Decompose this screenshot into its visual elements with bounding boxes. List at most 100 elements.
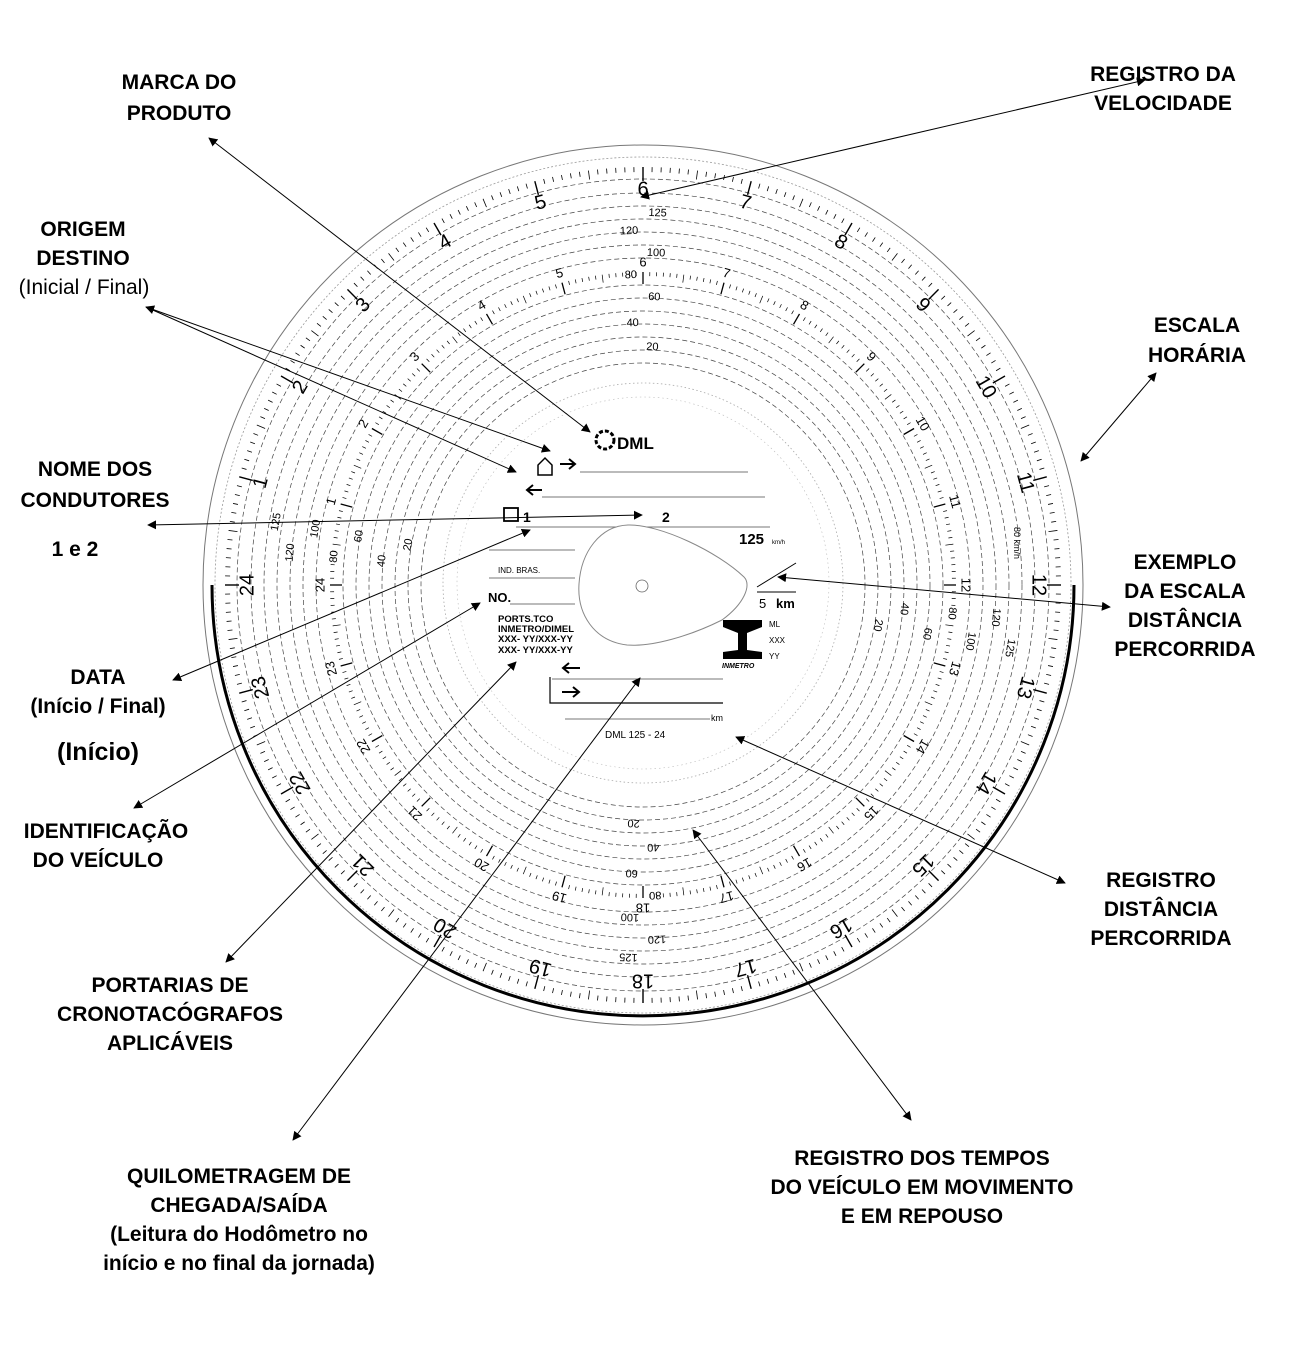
outer-tick (1039, 467, 1045, 470)
inner-tick (945, 543, 954, 546)
label-exemplo-line-2: DA ESCALA (1124, 580, 1246, 603)
origin-destination-fields (525, 456, 765, 498)
outer-tick (687, 169, 689, 175)
inmetro-code-1: ML (769, 620, 781, 629)
speed-label: 20 (401, 538, 415, 552)
registro-distancia-arrow (735, 736, 1066, 884)
inner-tick (841, 345, 845, 349)
inner-tick (803, 317, 806, 322)
home-icon (537, 456, 553, 476)
speed-label: 20 (646, 341, 659, 353)
tachograph-chart-disc: 123456789101112131415161718192021222324 … (202, 144, 1084, 1026)
distance-example-unit: km (776, 596, 795, 611)
inner-tick (689, 275, 691, 280)
arrow-left-icon (561, 662, 580, 674)
distance-example-slope (756, 562, 797, 588)
label-escala-line-1: ESCALA (1154, 314, 1240, 337)
inner-tick (340, 503, 353, 508)
inner-tick (930, 471, 935, 474)
outer-tick (1048, 637, 1058, 640)
outer-tick (975, 337, 981, 342)
model-code: DML 125 - 24 (605, 730, 666, 741)
inner-tick (846, 349, 850, 353)
outer-tick (1053, 629, 1059, 631)
label-exemplo-escala: EXEMPLO DA ESCALA DISTÂNCIA PERCORRIDA (1114, 551, 1255, 661)
ports-line-2: INMETRO/DIMEL (498, 624, 574, 635)
inner-tick (906, 422, 911, 425)
label-escala-horaria: ESCALA HORÁRIA (1148, 314, 1246, 367)
label-data-line-1: DATA (70, 666, 125, 689)
outer-tick (953, 309, 958, 313)
inner-tick (767, 298, 770, 303)
inner-tick (346, 484, 351, 487)
inner-tick (933, 662, 946, 667)
inner-tick (808, 320, 812, 325)
arrow-left-icon (525, 484, 542, 496)
inner-tick (948, 631, 953, 633)
speed-label: 40 (647, 841, 660, 853)
outer-tick (1047, 503, 1054, 505)
inner-hour-label: 24 (312, 578, 327, 592)
inner-tick (944, 516, 949, 519)
condutores-arrow (147, 510, 643, 530)
inner-tick (916, 727, 921, 730)
label-condutores-line-1: NOME DOS (38, 458, 152, 481)
outer-tick (1033, 688, 1047, 694)
inner-hour-label: 12 (959, 578, 974, 592)
velocidade-arrow (640, 77, 1146, 200)
inner-tick (716, 280, 718, 285)
label-registro-line-1: REGISTRO (1106, 869, 1216, 892)
inner-tick (884, 394, 892, 400)
outer-tick (808, 202, 812, 208)
inner-tick (939, 671, 944, 673)
inner-tick (935, 683, 940, 686)
outer-tick (1046, 673, 1052, 676)
outer-tick (1044, 485, 1050, 488)
label-tempos: REGISTRO DOS TEMPOS DO VEÍCULO EM MOVIME… (771, 1147, 1074, 1228)
outer-tick (844, 222, 853, 236)
speed-label: 60 (352, 529, 366, 543)
outer-tick (1033, 476, 1047, 482)
outer-tick (234, 494, 240, 497)
inner-tick (922, 452, 927, 455)
outer-tick (1044, 682, 1050, 685)
outer-tick (872, 237, 876, 242)
label-marca-line-1: MARCA DO (122, 71, 237, 94)
distance-example-value: 5 (759, 596, 766, 611)
speed-label: 60 (920, 627, 934, 641)
speed-label: 100 (621, 910, 640, 923)
inner-tick (937, 490, 942, 493)
outer-tick (799, 198, 804, 208)
speed-label: 100 (647, 247, 666, 260)
outer-tick (1013, 399, 1019, 403)
outer-tick (991, 360, 996, 364)
speed-label: 80 (624, 269, 637, 281)
label-marca-line-2: PRODUTO (127, 102, 232, 125)
escala-horaria-arrow (1080, 372, 1157, 462)
outer-tick (928, 282, 933, 287)
label-registro-line-2: DISTÂNCIA (1104, 897, 1218, 921)
inner-tick (948, 537, 953, 539)
speed-label: 120 (647, 932, 666, 945)
outer-tick (597, 169, 599, 175)
speed-label: 120 (284, 543, 298, 562)
inner-tick (851, 353, 855, 358)
inner-tick (933, 503, 946, 508)
inner-tick (682, 274, 685, 283)
quilometragem-arrow (292, 677, 641, 1141)
inner-tick (883, 388, 888, 392)
speed-label: 20 (627, 817, 640, 829)
outer-tick (244, 458, 250, 462)
outer-tick (1036, 458, 1042, 462)
outer-tick (1053, 539, 1059, 541)
outer-tick (841, 218, 845, 224)
outer-tick (241, 467, 247, 470)
inner-tick (729, 284, 731, 289)
inner-tick (754, 293, 757, 298)
inner-tick (773, 301, 776, 306)
outer-tick (597, 995, 599, 1001)
inmetro-logo: INMETRO ML XXX YY (722, 620, 786, 670)
inner-tick (351, 471, 356, 474)
inner-tick (689, 890, 691, 895)
label-quilometragem: QUILOMETRAGEM DE CHEGADA/SAÍDA (Leitura … (103, 1165, 375, 1275)
